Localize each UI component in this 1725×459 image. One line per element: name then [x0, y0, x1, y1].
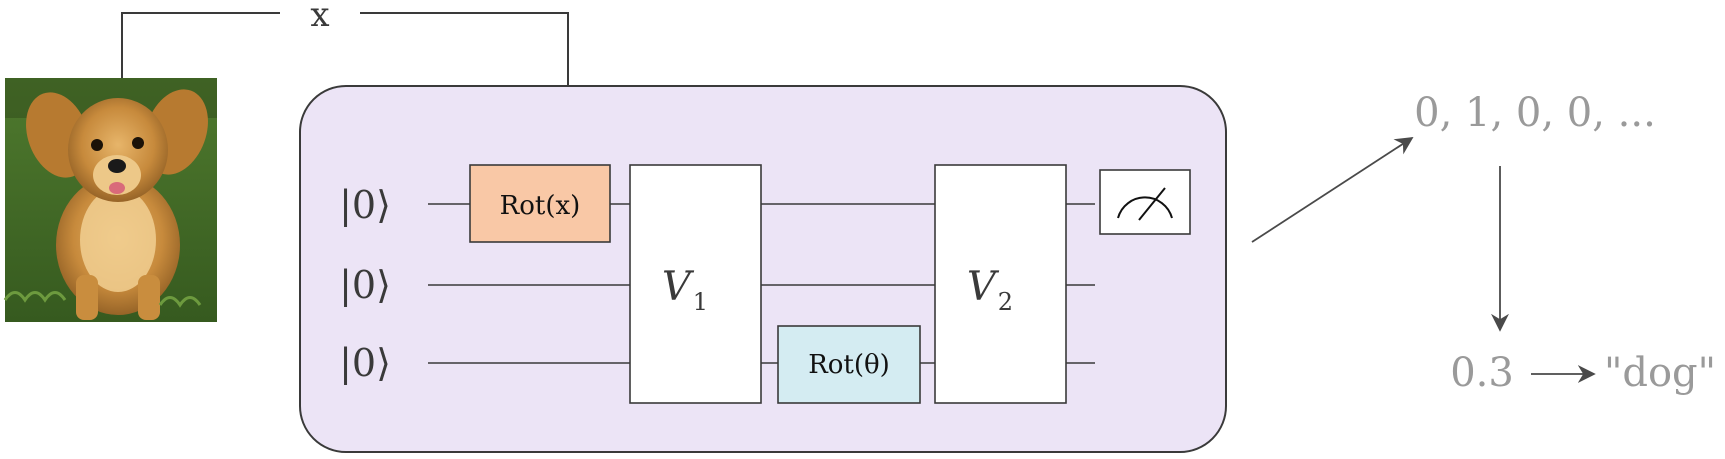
circuit-panel	[299, 85, 1227, 453]
prediction-label: "dog"	[1604, 350, 1716, 396]
output-arrow	[1251, 137, 1414, 243]
v1-label: V1	[662, 264, 708, 316]
rot-theta-gate: Rot(θ)	[777, 325, 921, 404]
v2-layer: V2	[934, 164, 1067, 404]
qubit-label-2: |0⟩	[339, 341, 391, 385]
expectation-value: 0.3	[1450, 350, 1514, 396]
measurement-samples: 0, 1, 0, 0, ...	[1414, 90, 1656, 136]
v1-layer: V1	[629, 164, 762, 404]
qubit-label-0: |0⟩	[339, 183, 391, 227]
qubit-label-1: |0⟩	[339, 263, 391, 307]
v2-label: V2	[967, 264, 1013, 316]
rot-theta-label: Rot(θ)	[808, 350, 890, 380]
rot-x-label: Rot(x)	[500, 191, 581, 221]
meter-icon	[1099, 169, 1191, 235]
dog-photo	[3, 78, 217, 322]
rot-x-gate: Rot(x)	[469, 164, 611, 243]
input-x-label: x	[310, 0, 329, 35]
